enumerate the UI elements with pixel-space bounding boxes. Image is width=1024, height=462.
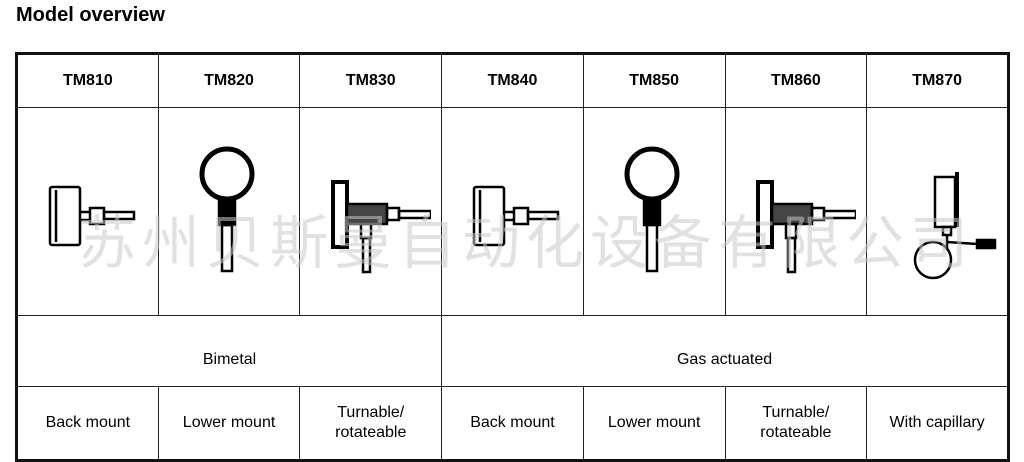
turnable-thermometer-icon — [755, 179, 856, 273]
category-gas-actuated: Gas actuated — [441, 315, 1009, 387]
mount-type: Turnable/ rotateable — [299, 386, 443, 461]
category-row: Bimetal Gas actuated — [15, 315, 1009, 387]
model-name: TM860 — [724, 53, 868, 108]
mount-type: Back mount — [16, 386, 159, 461]
capillary-thermometer-icon — [913, 171, 997, 279]
category-bimetal: Bimetal — [15, 315, 443, 387]
back-mount-thermometer-icon — [48, 185, 136, 246]
model-name: TM830 — [299, 53, 443, 108]
mount-type: Lower mount — [157, 386, 301, 461]
model-header-row: TM810 TM820 TM830 TM840 TM850 TM860 TM87… — [16, 53, 1009, 108]
mount-type: Back mount — [441, 386, 584, 461]
back-mount-thermometer-icon — [473, 185, 560, 246]
mount-type: Lower mount — [582, 386, 726, 461]
model-name: TM870 — [866, 53, 1009, 108]
lower-mount-thermometer-icon — [624, 146, 680, 272]
mount-type: With capillary — [866, 386, 1009, 461]
turnable-thermometer-icon — [330, 179, 431, 273]
model-name: TM820 — [157, 53, 301, 108]
model-name: TM850 — [582, 53, 726, 108]
page-title: Model overview — [16, 4, 165, 26]
model-image-row — [16, 107, 1009, 316]
model-overview-table: TM810 TM820 TM830 TM840 TM850 TM860 TM87… — [15, 52, 1010, 462]
model-name: TM840 — [441, 53, 584, 108]
mount-type: Turnable/ rotateable — [724, 386, 868, 461]
lower-mount-thermometer-icon — [199, 146, 255, 272]
mount-type-row: Back mount Lower mount Turnable/ rotatea… — [16, 386, 1009, 461]
model-name: TM810 — [16, 53, 159, 108]
